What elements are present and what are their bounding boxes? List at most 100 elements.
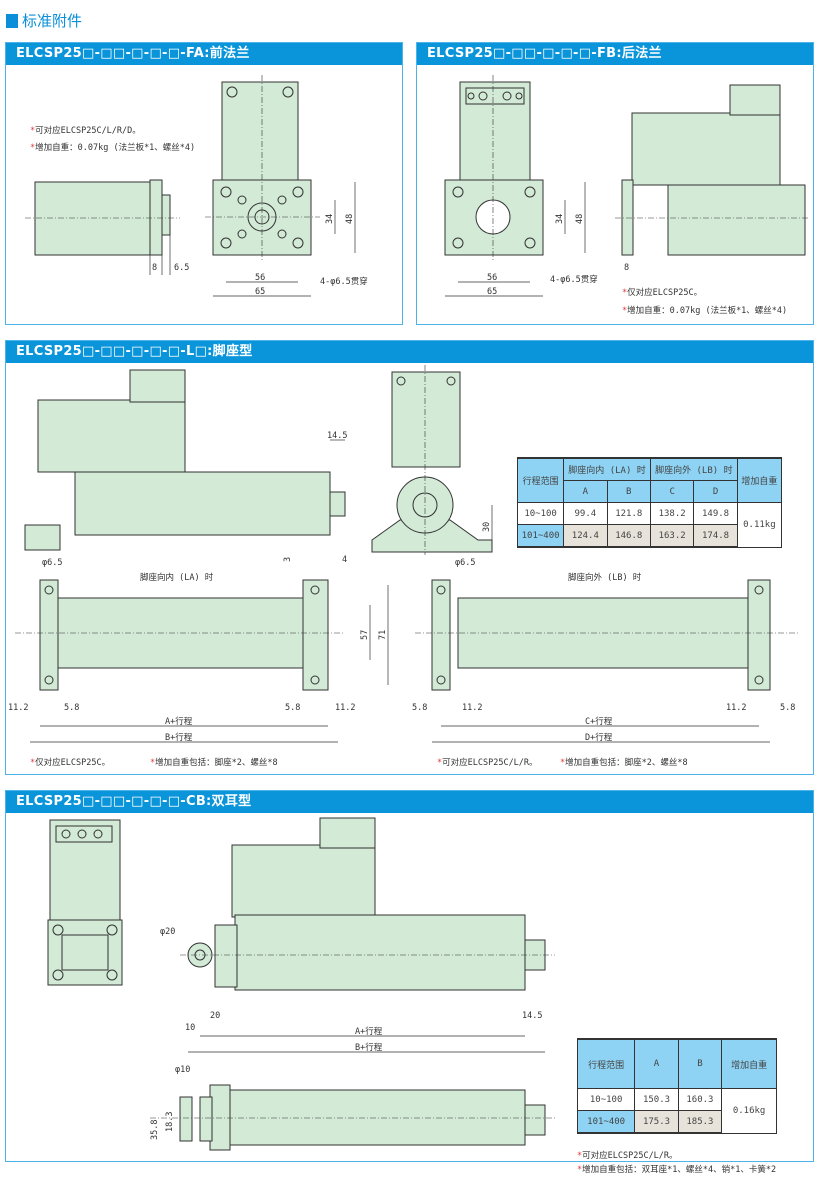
col-b: B <box>677 1038 723 1089</box>
cell: 160.3 <box>677 1088 723 1111</box>
dim-label: 71 <box>378 630 388 640</box>
header-lb: 脚座向外 (LB) 时 <box>649 457 738 481</box>
dim-label: 14.5 <box>327 431 347 441</box>
cell: 124.4 <box>563 524 608 548</box>
note: *增加自重包括：脚座*2、螺丝*8 <box>560 757 688 768</box>
dim-label: 14.5 <box>522 1011 542 1021</box>
dim-label: C+行程 <box>585 716 613 727</box>
cell: 146.8 <box>606 524 651 548</box>
col-a: A <box>634 1038 679 1089</box>
dim-label: 18.3 <box>165 1112 175 1132</box>
panel-front-flange: ELCSP25□-□□-□-□-□-FA:前法兰 <box>5 42 403 325</box>
cell: 138.2 <box>649 502 695 525</box>
cell: 150.3 <box>634 1088 679 1111</box>
dim-label: A+行程 <box>355 1026 383 1037</box>
panel-header: ELCSP25□-□□-□-□-□-CB:双耳型 <box>6 791 813 813</box>
l-side-view: 14.5 3 4 <box>24 369 347 565</box>
dim-label: 65 <box>487 287 497 297</box>
l-plan-lb: φ6.5 脚座向外 (LB) 时 5.8 11.2 11.2 5.8 C+行程 … <box>412 558 800 743</box>
header-range: 行程范围 <box>516 457 565 503</box>
cell: 101~400 <box>576 1110 636 1134</box>
dim-label: A+行程 <box>165 716 193 727</box>
cb-front-view <box>47 819 123 986</box>
dim-label: 65 <box>255 287 265 297</box>
panel-rear-flange: ELCSP25□-□□-□-□-□-FB:后法兰 <box>416 42 814 325</box>
note: *可对应ELCSP25C/L/R/D。 <box>30 125 141 136</box>
cb-plan-view: φ10 35.8 18.3 <box>150 1065 555 1151</box>
dim-label: 34 <box>555 214 565 224</box>
note: *增加自重包括：脚座*2、螺丝*8 <box>150 757 278 768</box>
dim-label: 20 <box>210 1011 220 1021</box>
dim-label: 11.2 <box>335 703 355 713</box>
header-range: 行程范围 <box>576 1038 636 1089</box>
dim-label: 10 <box>185 1023 195 1033</box>
dim-label: 5.8 <box>412 703 427 713</box>
fa-side-view: 8 6.5 <box>25 179 189 275</box>
cell: 121.8 <box>606 502 651 525</box>
dim-label: 11.2 <box>8 703 28 713</box>
l-front-view: 30 <box>371 365 493 555</box>
dim-label: 3 <box>283 557 293 562</box>
cell: 185.3 <box>677 1110 723 1134</box>
dim-label: 30 <box>482 522 492 532</box>
view-label: 脚座向外 (LB) 时 <box>568 572 642 583</box>
panel-clevis: ELCSP25□-□□-□-□-□-CB:双耳型 <box>5 790 814 1162</box>
note: *增加自重包括：双耳座*1、螺丝*4、销*1、卡簧*2 <box>577 1164 776 1175</box>
note: *可对应ELCSP25C/L/R。 <box>437 757 538 768</box>
col-b: B <box>606 480 651 503</box>
dim-label: D+行程 <box>585 732 613 743</box>
dim-label: 4-φ6.5贯穿 <box>550 274 598 285</box>
dim-label: 5.8 <box>64 703 79 713</box>
note: *增加自重：0.07kg (法兰板*1、螺丝*4) <box>622 305 787 316</box>
weight-cell: 0.16kg <box>721 1088 777 1134</box>
panel-header: ELCSP25□-□□-□-□-□-FA:前法兰 <box>6 43 402 65</box>
panel-foot-mount: ELCSP25□-□□-□-□-□-L□:脚座型 <box>5 340 814 775</box>
dim-label: 57 <box>360 630 370 640</box>
fb-side-view: 8 <box>615 84 810 273</box>
l-plan-la: φ6.5 脚座向内 (LA) 时 57 71 11.2 5.8 5.8 11.2… <box>8 558 389 743</box>
panel-header: ELCSP25□-□□-□-□-□-L□:脚座型 <box>6 341 813 363</box>
cell: 174.8 <box>693 524 738 548</box>
note: *可对应ELCSP25C/L/R。 <box>577 1150 678 1161</box>
title-square-icon <box>6 13 18 28</box>
dim-label: 35.8 <box>150 1120 160 1140</box>
dim-label: 8 <box>624 263 629 273</box>
cell: 10~100 <box>516 502 565 525</box>
cell: 99.4 <box>563 502 608 525</box>
dim-label: 48 <box>345 214 355 224</box>
dim-label: 11.2 <box>726 703 746 713</box>
note: *仅对应ELCSP25C。 <box>30 757 110 768</box>
header-weight: 增加自重 <box>736 457 783 503</box>
fb-front-view: 34 48 56 65 4-φ6.5贯穿 <box>444 75 598 297</box>
dim-label: φ10 <box>175 1065 190 1075</box>
page-title: 标准附件 <box>6 10 82 31</box>
dim-label: B+行程 <box>355 1042 383 1053</box>
cell: 149.8 <box>693 502 738 525</box>
panel-header: ELCSP25□-□□-□-□-□-FB:后法兰 <box>417 43 813 65</box>
dim-label: 5.8 <box>780 703 795 713</box>
dim-label: 4-φ6.5贯穿 <box>320 276 368 287</box>
dim-label: 6.5 <box>174 263 189 273</box>
dim-label: φ6.5 <box>455 558 475 568</box>
dim-label: φ6.5 <box>42 558 62 568</box>
note: *仅对应ELCSP25C。 <box>622 287 702 298</box>
page-title-text: 标准附件 <box>22 12 83 30</box>
cell: 163.2 <box>649 524 695 548</box>
header-weight: 增加自重 <box>721 1038 777 1089</box>
col-d: D <box>693 480 738 503</box>
header-la: 脚座向内 (LA) 时 <box>563 457 651 481</box>
dim-label: B+行程 <box>165 732 193 743</box>
view-label: 脚座向内 (LA) 时 <box>140 572 214 583</box>
dim-label: 48 <box>575 214 585 224</box>
dim-label: 56 <box>487 273 497 283</box>
fa-front-view: 34 48 56 65 4-φ6.5贯穿 <box>205 75 368 297</box>
dim-label: 34 <box>325 214 335 224</box>
